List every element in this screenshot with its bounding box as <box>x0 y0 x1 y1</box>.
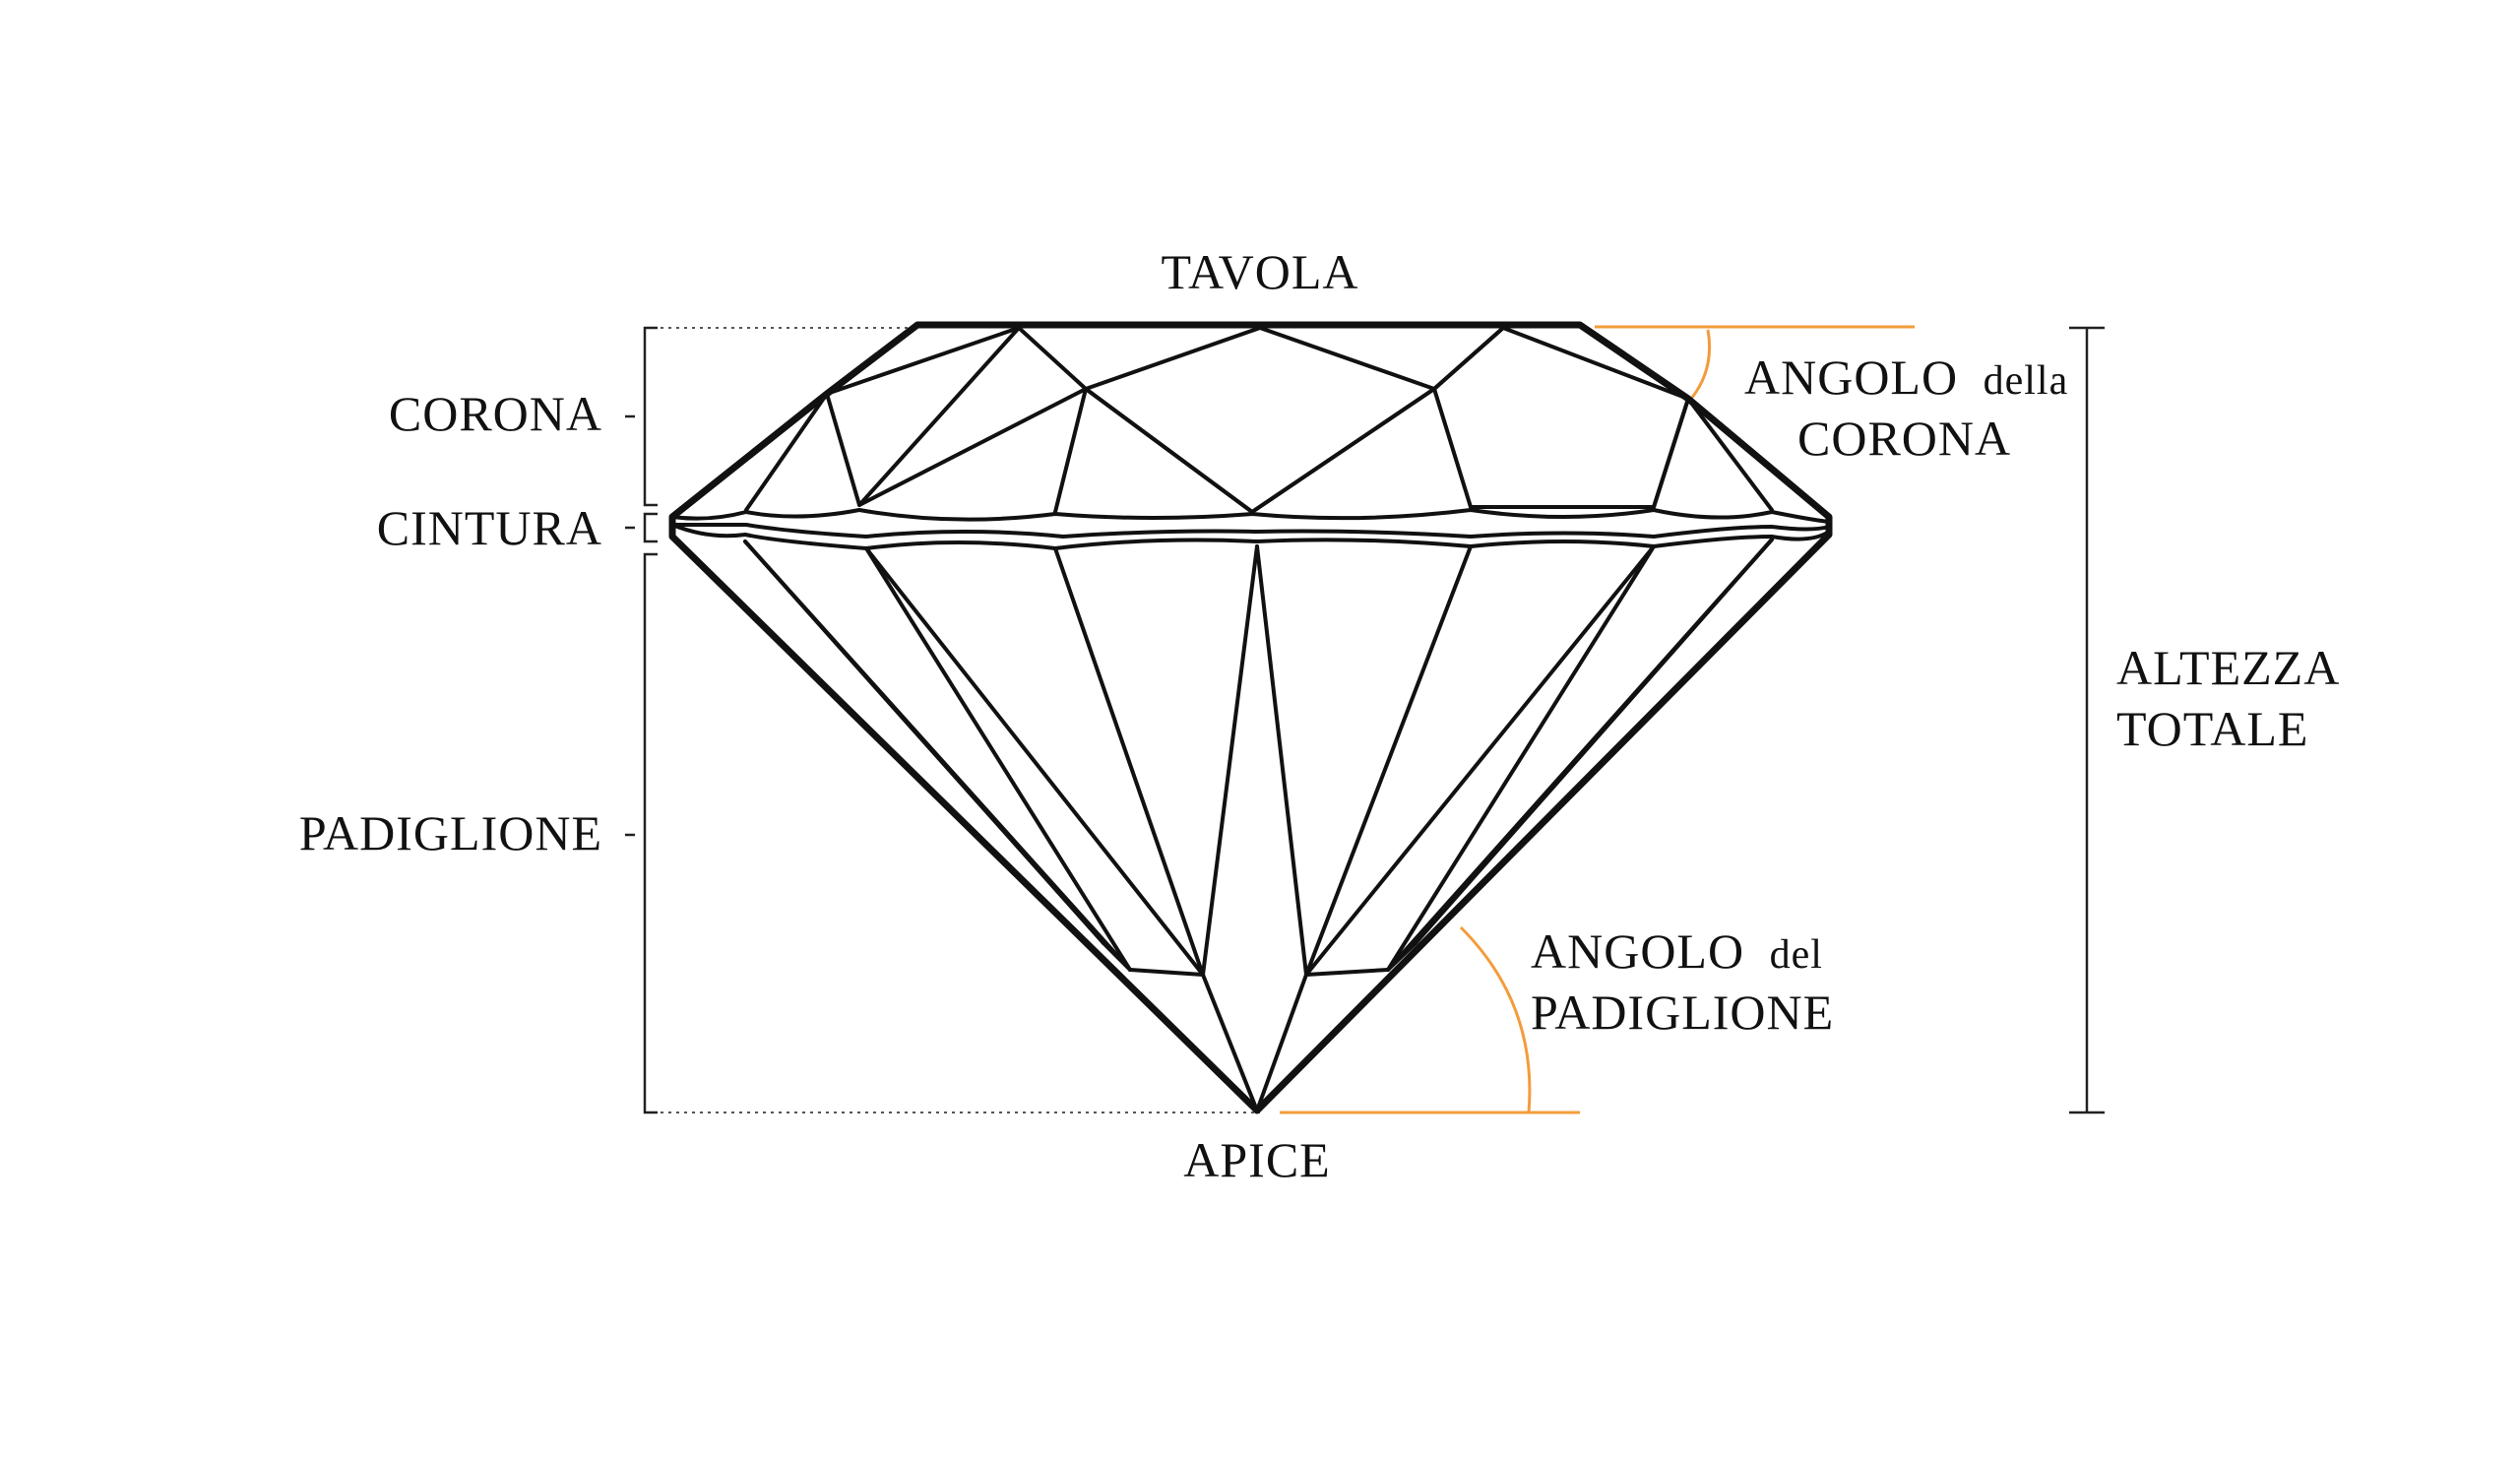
angolo-corona-label-line2: CORONA <box>1797 411 2011 466</box>
angolo-corona-main: ANGOLO <box>1744 349 1958 405</box>
corona-bracket <box>625 326 658 507</box>
angolo-padiglione-label-line2: PADIGLIONE <box>1531 985 1834 1040</box>
apice-label: APICE <box>1183 1132 1330 1187</box>
cintura-bracket <box>625 512 658 543</box>
girdle-band <box>670 523 1831 550</box>
angolo-padiglione-small: del <box>1770 932 1823 978</box>
crown-facets <box>670 326 1831 524</box>
altezza-totale-bracket <box>2069 326 2105 1114</box>
altezza-totale-label-line1: ALTEZZA <box>2116 640 2340 695</box>
padiglione-bracket <box>625 552 658 1114</box>
corona-label: CORONA <box>389 386 602 441</box>
diamond-illustration <box>668 321 1833 1114</box>
tavola-label: TAVOLA <box>1161 244 1358 299</box>
angolo-padiglione-main: ANGOLO <box>1531 923 1744 979</box>
pavilion-facets <box>743 538 1774 1112</box>
diamond-outline <box>668 321 1833 1114</box>
angolo-padiglione-label-line1: ANGOLO del <box>1531 923 1823 979</box>
angolo-corona-label-line1: ANGOLO della <box>1744 349 2068 405</box>
pavilion-angle-indicator <box>1280 925 1580 1114</box>
padiglione-label: PADIGLIONE <box>299 805 602 860</box>
angolo-corona-small: della <box>1984 358 2069 404</box>
altezza-totale-label-line2: TOTALE <box>2116 701 2308 756</box>
cintura-label: CINTURA <box>377 500 602 555</box>
crown-angle-indicator <box>1595 325 1915 400</box>
